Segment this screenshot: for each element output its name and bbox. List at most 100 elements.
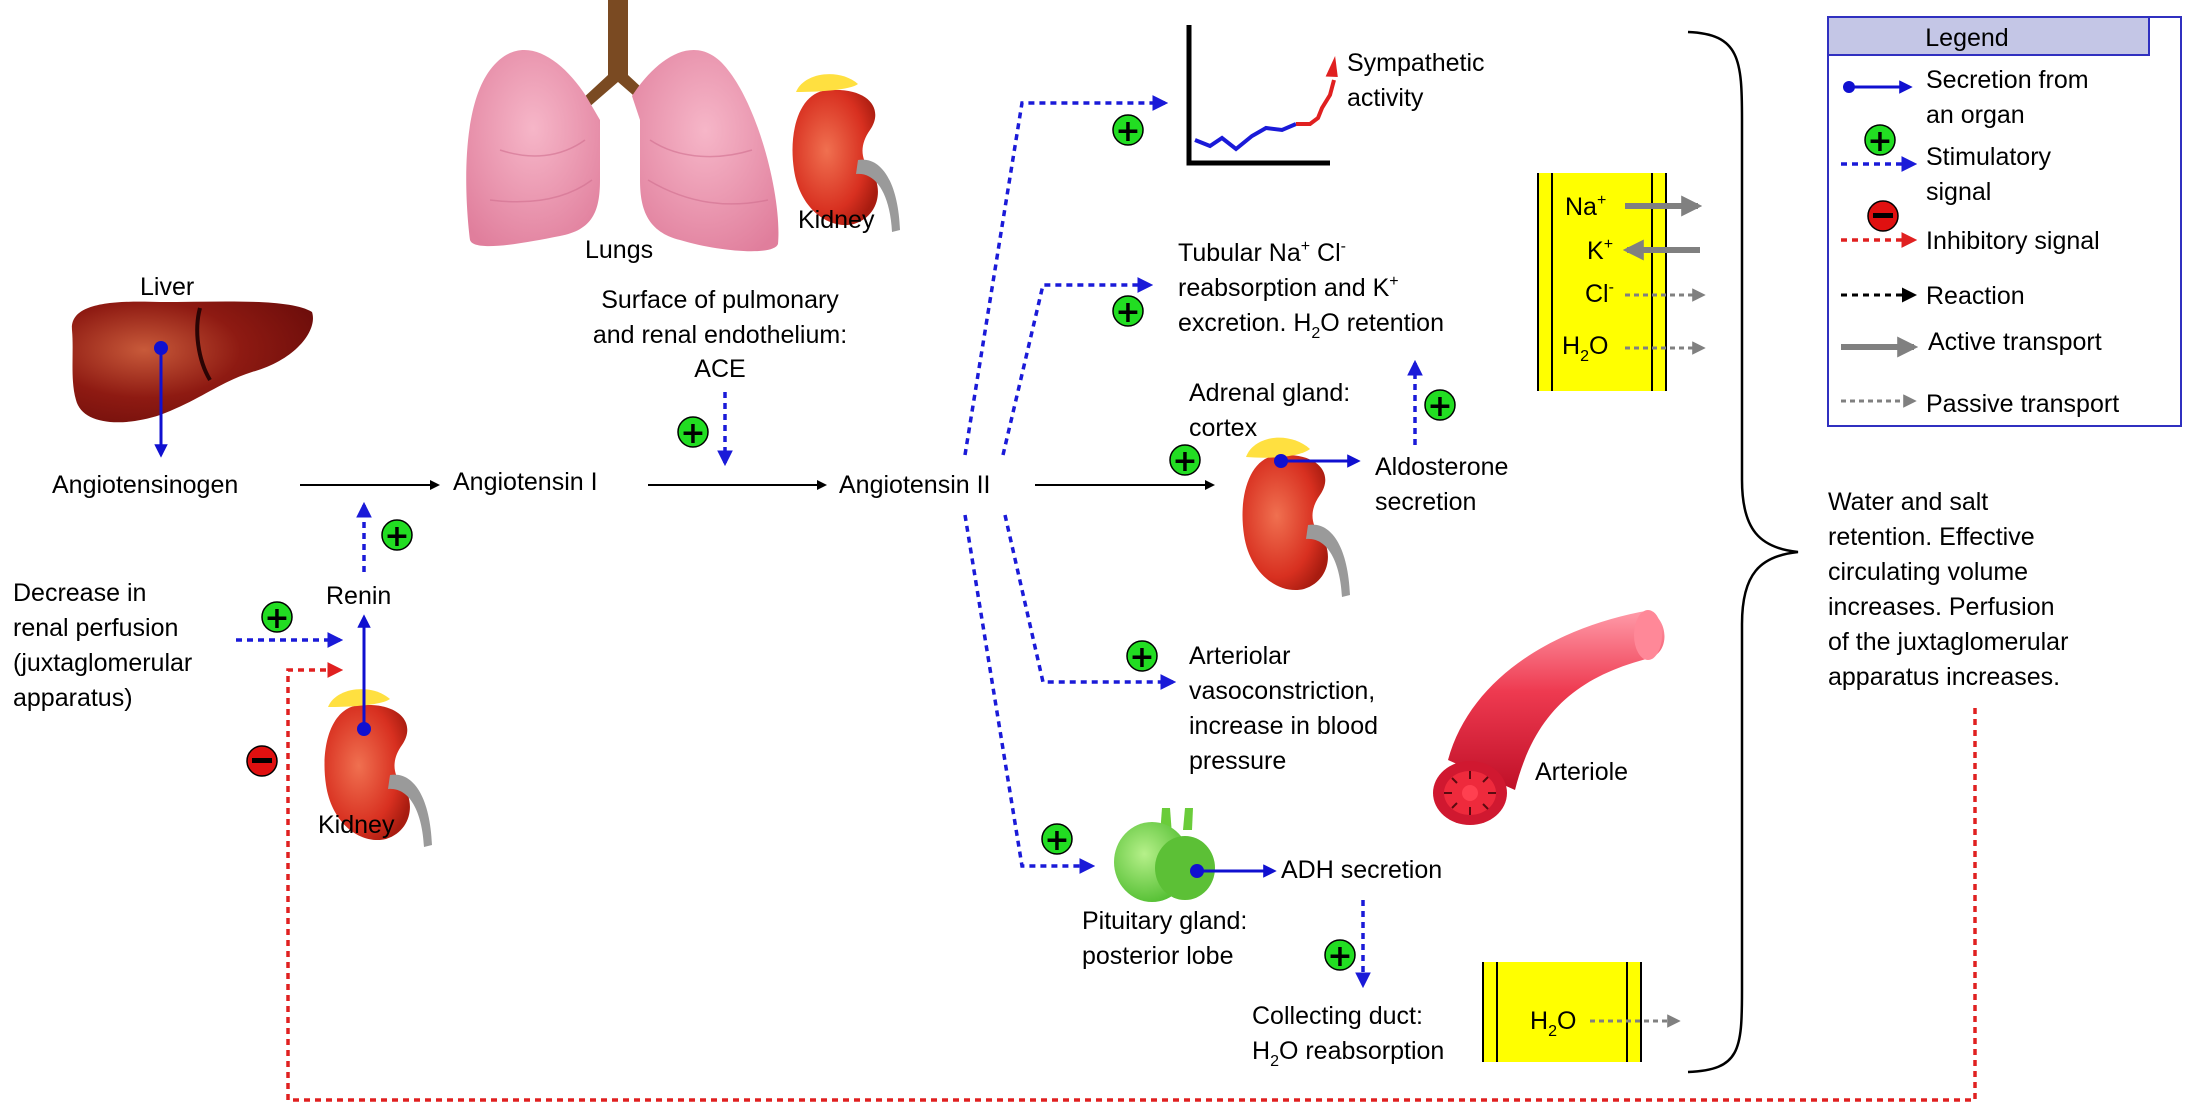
plus-badge-10: + [1324,939,1356,974]
kidney-icon-top [792,74,900,233]
legend-stimulatory: + Stimulatory signal [1841,124,2052,206]
decrease-label-2: renal perfusion [13,614,178,642]
inhibitory-feedback-loop [286,662,1977,1102]
stim-pituitary [963,514,1096,874]
water-label-5: of the juxtaglomerular [1828,628,2068,656]
decrease-label-1: Decrease in [13,579,146,607]
angiotensin1-label: Angiotensin I [453,468,598,496]
legend-active-label: Active transport [1928,328,2102,356]
sympathetic-label-1: Sympathetic [1347,49,1485,77]
plus-badge-7: + [1169,444,1201,479]
aldosterone-label-2: secretion [1375,488,1476,516]
arteriole-label: Arteriole [1535,758,1628,786]
liver-icon [71,301,313,423]
kidney-bottom-label: Kidney [318,811,395,839]
stim-tubular [1001,277,1154,456]
legend: Legend Secretion from an organ + Stimula… [1827,16,2182,427]
water-label-3: circulating volume [1828,558,2028,586]
arteriolar-label-4: pressure [1189,747,1286,775]
svg-text:+: + [1427,389,1452,424]
ion-na-label: Na+ [1565,192,1606,221]
liver-label: Liver [140,273,194,301]
angiotensin2-label: Angiotensin II [839,471,991,499]
adh-secretion-arrow [1190,864,1277,878]
adrenal-label-1: Adrenal gland: [1189,379,1350,407]
arteriole-icon [1433,610,1665,825]
ace-label-3: ACE [694,355,745,383]
legend-passive: Passive transport [1841,390,2119,418]
svg-text:+: + [1867,124,1892,159]
decrease-label-4: apparatus) [13,684,133,712]
legend-title: Legend [1925,24,2008,52]
adrenal-label-2: cortex [1189,414,1258,442]
plus-badge-6: + [1424,389,1456,424]
legend-secretion-label-1: Secretion from [1926,66,2089,94]
pituitary-label-1: Pituitary gland: [1082,907,1247,935]
legend-stimulatory-label-2: signal [1926,178,1991,206]
tubular-label-3: excretion. H2O retention [1178,309,1444,342]
plus-badges: + + + + + + + + + + [261,114,1456,974]
legend-inhibitory-label: Inhibitory signal [1926,227,2100,255]
lungs-label: Lungs [585,236,653,264]
stim-sympathetic [963,95,1169,456]
tubular-label-2: reabsorption and K+ [1178,273,1399,302]
renin-secretion-arrow [357,614,371,736]
aldosterone-label-1: Aldosterone [1375,453,1508,481]
water-label-1: Water and salt [1828,488,1988,516]
collecting-duct-membrane [1482,962,1642,1062]
stim-arteriolar [1003,514,1177,690]
svg-text:+: + [1327,939,1352,974]
ion-cl-label: Cl- [1585,279,1614,308]
angiotensinogen-label: Angiotensinogen [52,471,238,499]
plus-badge-8: + [1126,640,1158,675]
svg-text:+: + [1115,295,1140,330]
ion-h2o-label: H2O [1562,332,1608,365]
kidney-top-label: Kidney [798,206,875,234]
plus-badge-4: + [1112,114,1144,149]
tubular-label-1: Tubular Na+ Cl- [1178,238,1346,267]
plus-badge-9: + [1041,823,1073,858]
activity-graph-icon [1186,25,1338,166]
stimulatory-arrows [236,95,1423,989]
svg-text:+: + [1044,823,1069,858]
water-label-4: increases. Perfusion [1828,593,2055,621]
collecting-label-2: H2O reabsorption [1252,1037,1444,1070]
water-label-6: apparatus increases. [1828,663,2060,691]
aldosterone-secretion-arrow [1274,454,1361,468]
arteriolar-label-3: increase in blood [1189,712,1378,740]
water-label-2: retention. Effective [1828,523,2035,551]
curly-brace-icon [1687,30,1799,1074]
legend-passive-label: Passive transport [1926,390,2119,418]
duct-h2o-label: H2O [1530,1007,1576,1040]
sympathetic-label-2: activity [1347,84,1424,112]
legend-header [1827,16,2150,56]
legend-secretion: Secretion from an organ [1843,66,2089,129]
adrenal-kidney-icon [1242,437,1350,597]
ace-label-2: and renal endothelium: [593,321,847,349]
ace-label-1: Surface of pulmonary [601,286,839,314]
pituitary-label-2: posterior lobe [1082,942,1233,970]
plus-badge-3: + [677,416,709,451]
minus-badge [246,745,278,777]
legend-secretion-label-2: an organ [1926,101,2025,129]
lungs-icon [466,0,779,252]
svg-text:+: + [384,519,409,554]
kidney-icon-bottom [324,689,432,847]
arteriolar-label-2: vasoconstriction, [1189,677,1375,705]
pituitary-gland-icon [1114,808,1215,902]
legend-inhibitory: Inhibitory signal [1841,200,2100,255]
legend-reaction: Reaction [1841,282,2025,310]
legend-stimulatory-label-1: Stimulatory [1926,143,2052,171]
legend-reaction-label: Reaction [1926,282,2025,310]
plus-badge-2: + [381,519,413,554]
svg-text:+: + [1129,640,1154,675]
svg-text:+: + [680,416,705,451]
collecting-label-1: Collecting duct: [1252,1002,1423,1030]
arteriolar-label-1: Arteriolar [1189,642,1290,670]
svg-text:+: + [264,601,289,636]
ion-k-label: K+ [1587,236,1613,265]
tubule-membrane [1537,173,1667,391]
plus-badge-5: + [1112,295,1144,330]
decrease-label-3: (juxtaglomerular [13,649,192,677]
